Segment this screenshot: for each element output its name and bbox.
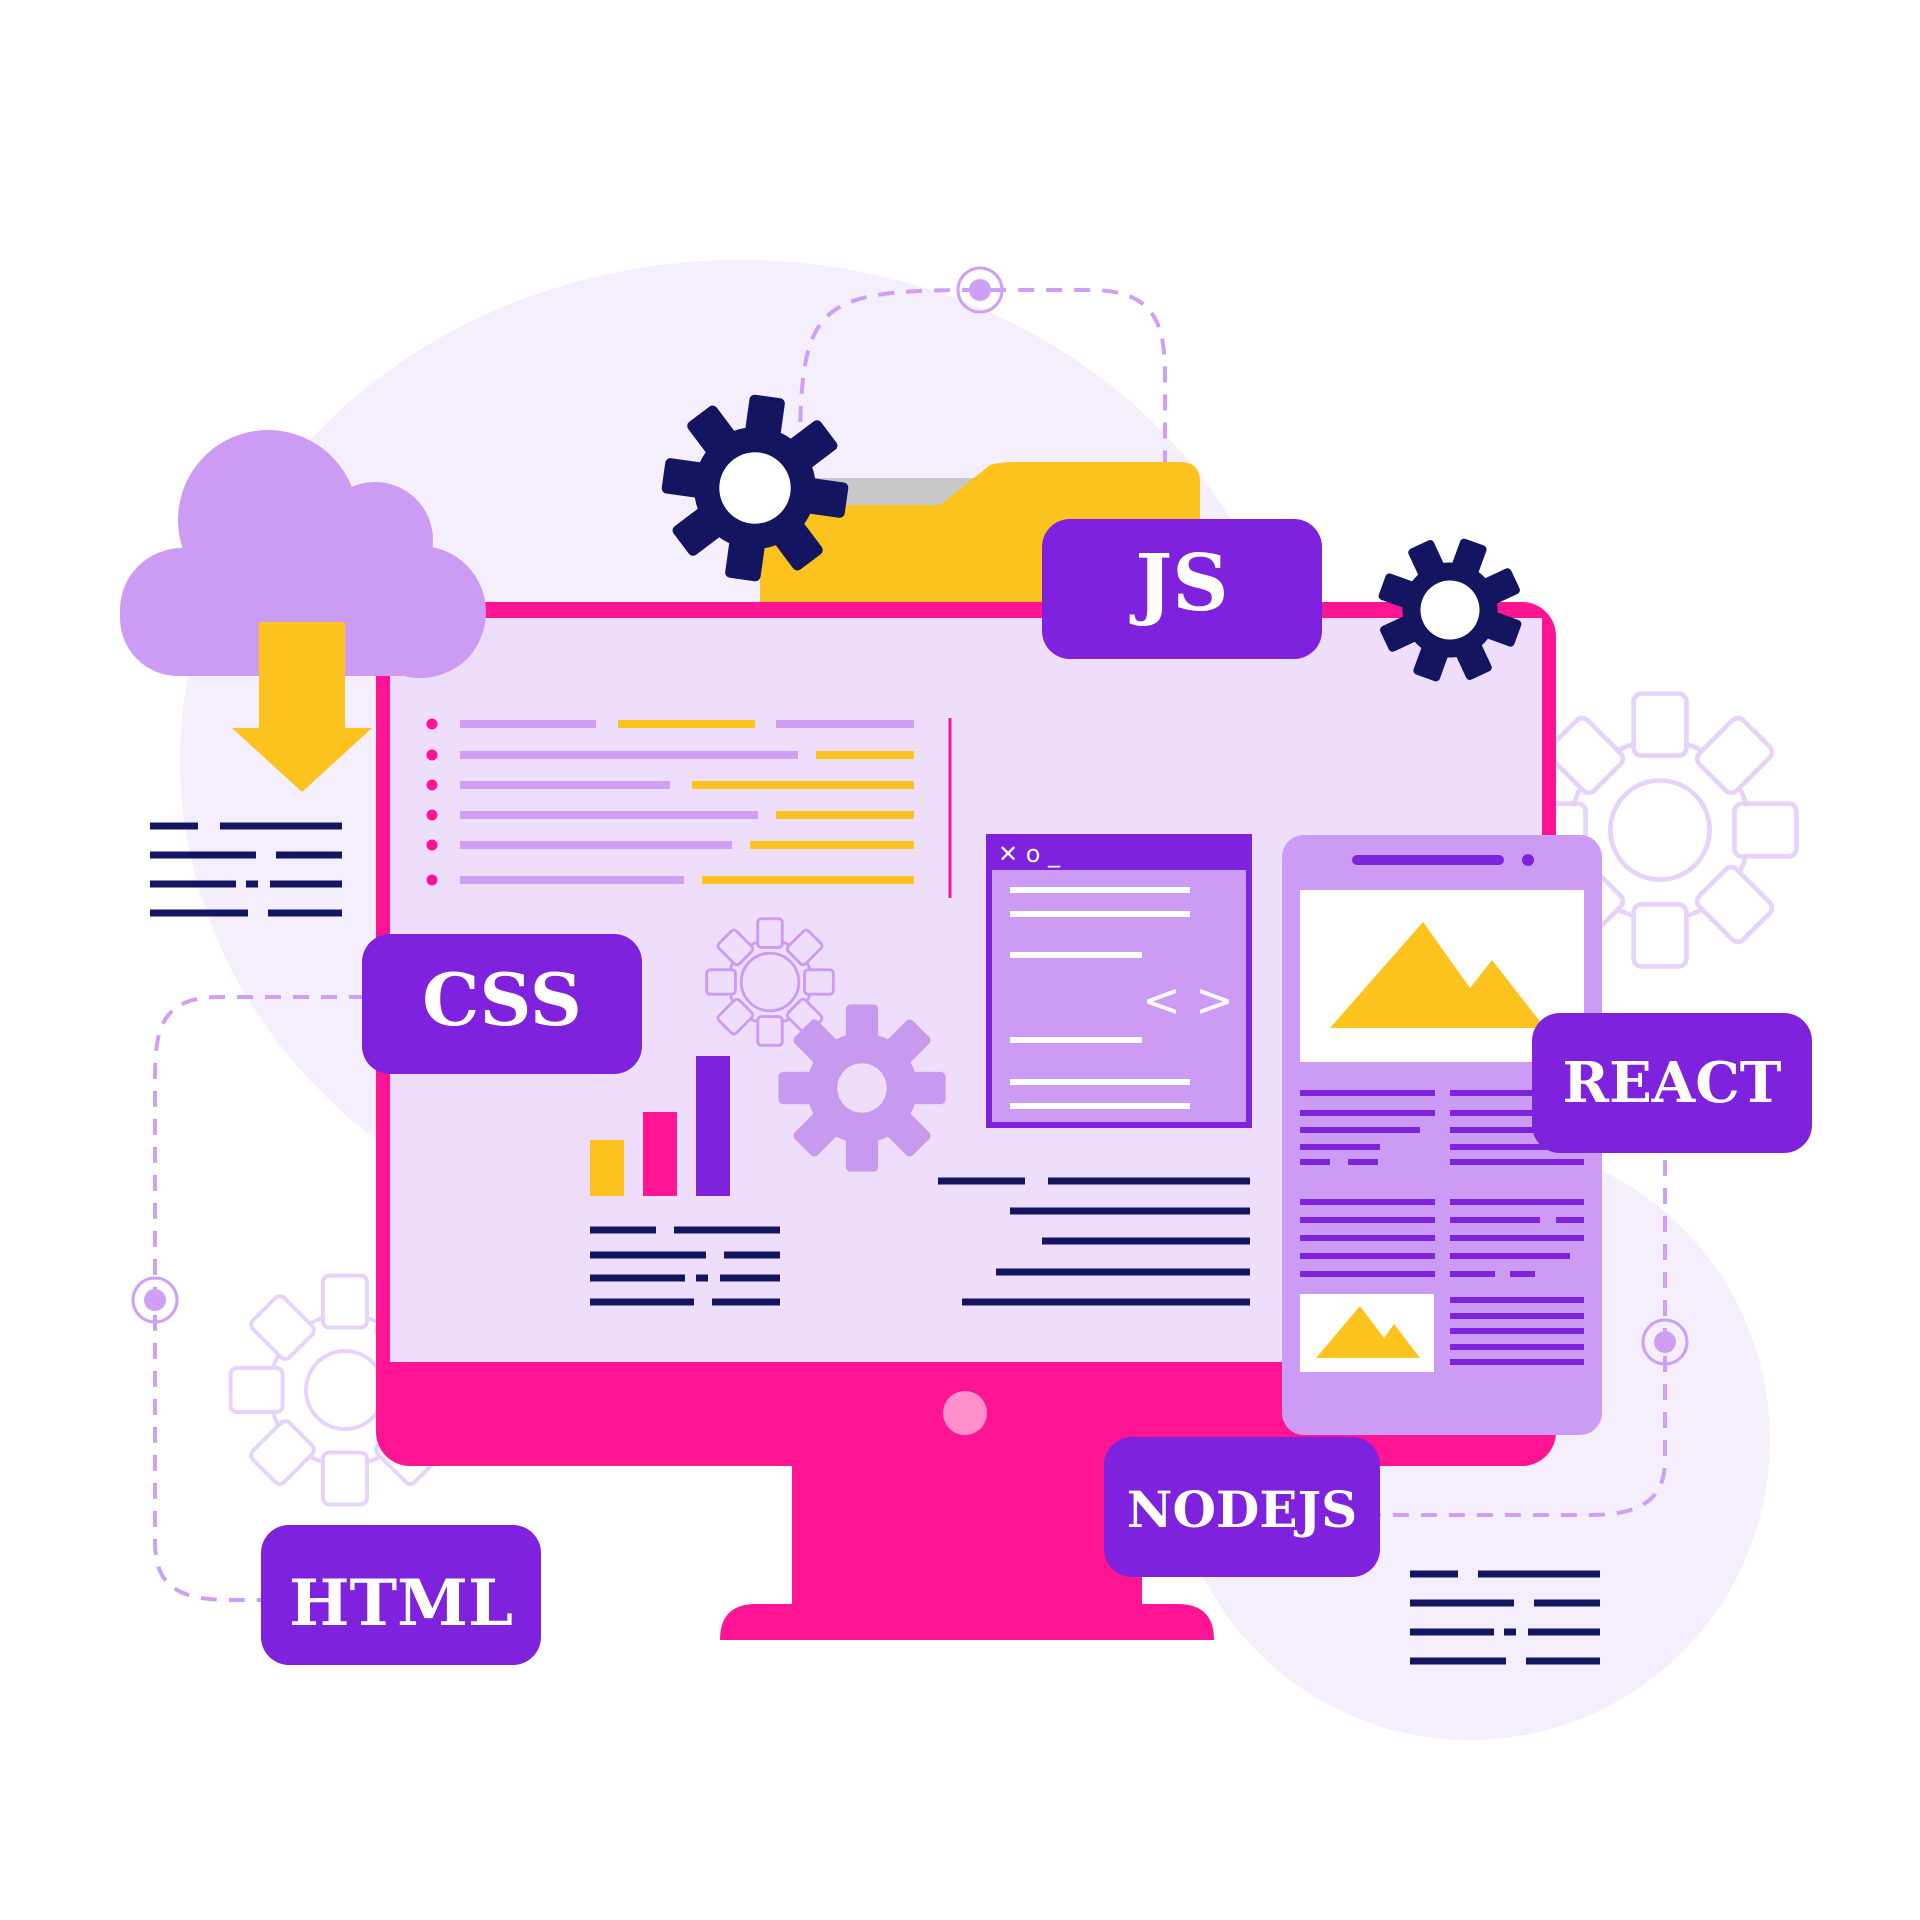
svg-text:HTML: HTML: [289, 1566, 513, 1641]
bar-chart-bar: [643, 1112, 677, 1196]
label-react: REACT: [1532, 1013, 1812, 1153]
connector-nodes: [131, 266, 1689, 1366]
outline-gear-small-icon: [705, 917, 835, 1047]
bar-chart-bar: [696, 1056, 730, 1196]
label-css: CSS: [362, 934, 642, 1074]
text-lines-bottom-right: [1410, 1570, 1600, 1665]
gear-icon: [650, 383, 860, 593]
code-lines-block: [426, 718, 952, 898]
bar-chart-bar: [590, 1140, 624, 1196]
svg-text:CSS: CSS: [422, 957, 582, 1042]
label-js: JS: [1042, 519, 1322, 659]
power-button-icon: [943, 1391, 987, 1435]
text-lines-chart: [590, 1226, 780, 1306]
code-window: ✕ o _ < >: [986, 834, 1252, 1128]
svg-text:NODEJS: NODEJS: [1127, 1480, 1358, 1539]
image-placeholder-small-icon: [1316, 1306, 1420, 1358]
window-controls: ✕ o _: [998, 840, 1061, 868]
svg-text:JS: JS: [1129, 538, 1228, 629]
text-lines-right: [938, 1177, 1250, 1306]
bar-chart-icon: [590, 1056, 730, 1196]
label-html: HTML: [261, 1525, 541, 1665]
label-nodejs: NODEJS: [1104, 1437, 1380, 1577]
image-placeholder-icon: [1330, 922, 1545, 1028]
cloud-download-icon: [120, 430, 486, 792]
code-brackets-icon: < >: [1142, 973, 1234, 1027]
svg-text:REACT: REACT: [1563, 1050, 1782, 1116]
outline-gear-right-icon: [1524, 694, 1797, 967]
text-lines-cloud: [150, 822, 342, 917]
gear-icon-secondary: [1357, 517, 1543, 703]
phone: [1282, 835, 1602, 1435]
gear-filled-small-icon: [778, 1004, 946, 1172]
